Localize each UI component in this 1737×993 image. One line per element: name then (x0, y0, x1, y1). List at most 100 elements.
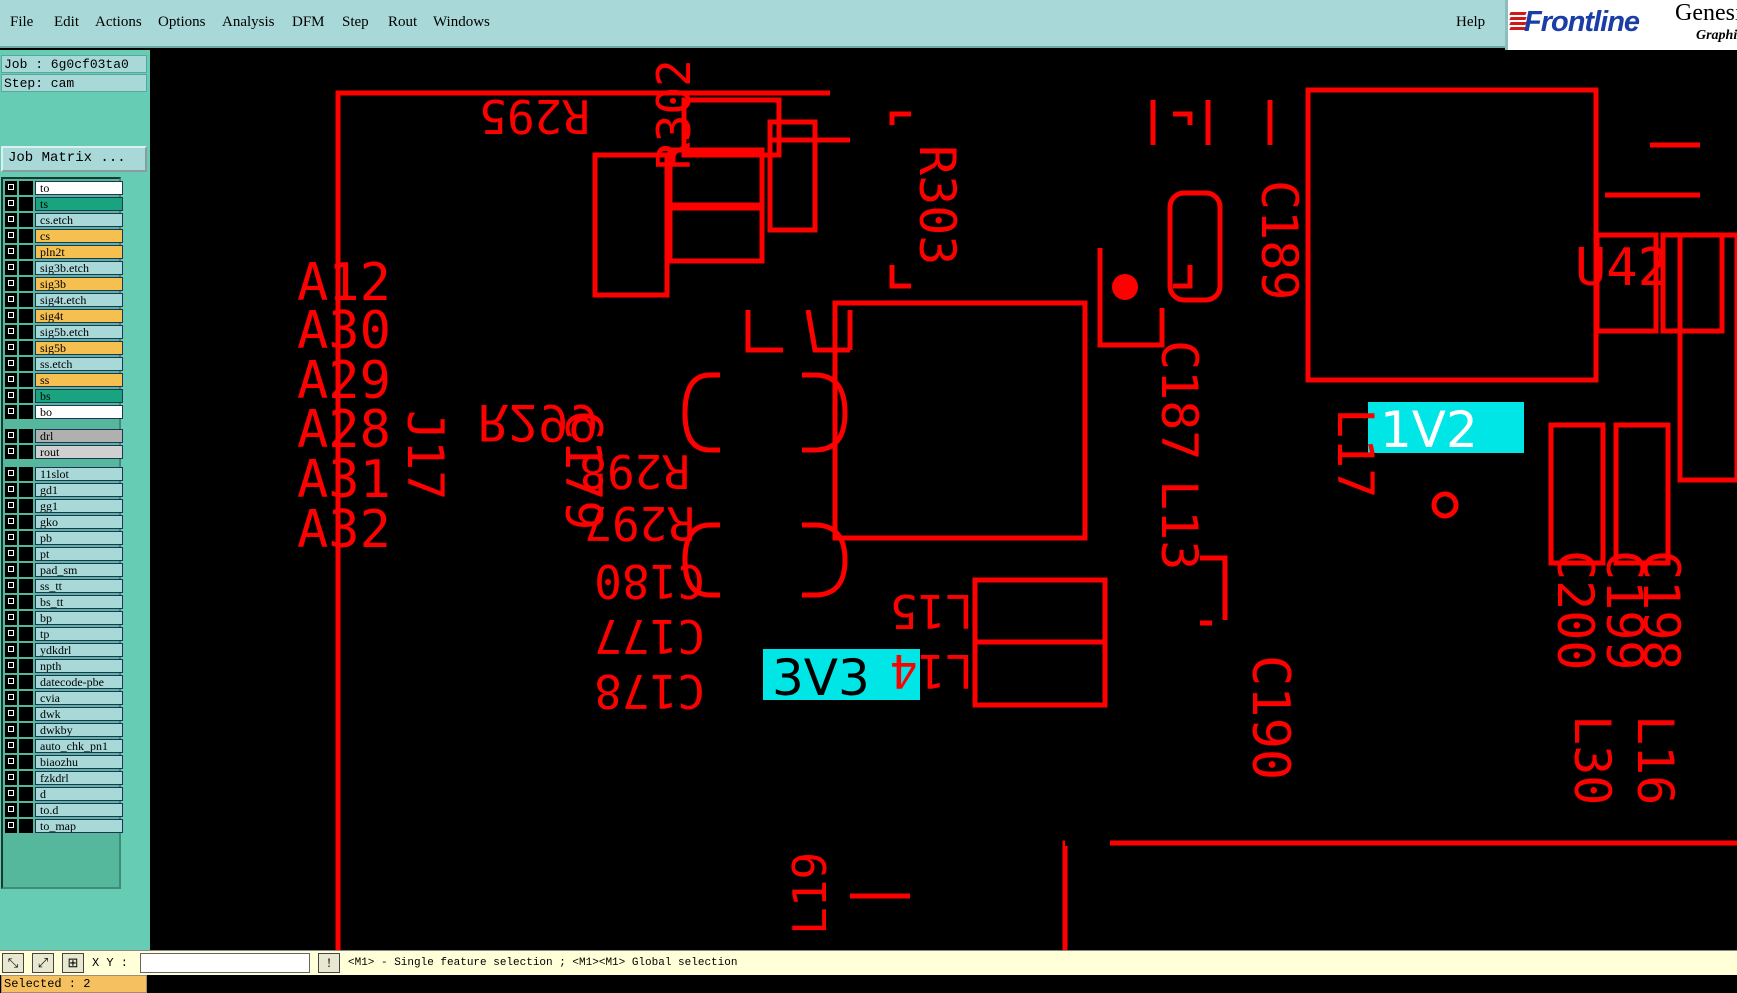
layer-checkbox[interactable] (5, 787, 17, 801)
layer-name[interactable]: cs (35, 229, 123, 243)
layer-name[interactable]: pln2t (35, 245, 123, 259)
layer-name[interactable]: fzkdrl (35, 771, 123, 785)
layer-name[interactable]: dwkby (35, 723, 123, 737)
layer-state-icon[interactable] (19, 309, 33, 323)
menu-analysis[interactable]: Analysis (222, 14, 275, 30)
layer-row[interactable]: bo (5, 405, 123, 419)
layer-checkbox[interactable] (5, 197, 17, 211)
layer-checkbox[interactable] (5, 803, 17, 817)
layer-checkbox[interactable] (5, 755, 17, 769)
menu-actions[interactable]: Actions (95, 14, 142, 30)
layer-name[interactable]: to.d (35, 803, 123, 817)
layer-checkbox[interactable] (5, 445, 17, 459)
layer-checkbox[interactable] (5, 739, 17, 753)
info-button[interactable]: ! (318, 953, 340, 973)
layer-name[interactable]: sig3b (35, 277, 123, 291)
layer-checkbox[interactable] (5, 341, 17, 355)
layer-name[interactable]: d (35, 787, 123, 801)
layer-state-icon[interactable] (19, 515, 33, 529)
menu-help[interactable]: Help (1456, 14, 1486, 30)
zoom-in-button[interactable]: ⤡ (2, 953, 24, 973)
layer-name[interactable]: sig4t.etch (35, 293, 123, 307)
layer-state-icon[interactable] (19, 531, 33, 545)
layer-name[interactable]: drl (35, 429, 123, 443)
layer-state-icon[interactable] (19, 389, 33, 403)
layer-checkbox[interactable] (5, 357, 17, 371)
layer-state-icon[interactable] (19, 229, 33, 243)
layer-checkbox[interactable] (5, 595, 17, 609)
layer-row[interactable]: pb (5, 531, 123, 545)
layer-state-icon[interactable] (19, 611, 33, 625)
layer-name[interactable]: datecode-pbe (35, 675, 123, 689)
layer-state-icon[interactable] (19, 261, 33, 275)
layer-name[interactable]: to (35, 181, 123, 195)
layer-checkbox[interactable] (5, 213, 17, 227)
layer-state-icon[interactable] (19, 707, 33, 721)
layer-row[interactable]: sig5b (5, 341, 123, 355)
layer-checkbox[interactable] (5, 627, 17, 641)
layer-state-icon[interactable] (19, 325, 33, 339)
layer-name[interactable]: dwk (35, 707, 123, 721)
layer-state-icon[interactable] (19, 659, 33, 673)
layer-row[interactable]: tp (5, 627, 123, 641)
layer-state-icon[interactable] (19, 445, 33, 459)
layer-row[interactable]: dwk (5, 707, 123, 721)
layer-row[interactable]: biaozhu (5, 755, 123, 769)
layer-name[interactable]: gg1 (35, 499, 123, 513)
layer-row[interactable]: rout (5, 445, 123, 459)
layer-row[interactable]: gko (5, 515, 123, 529)
layer-state-icon[interactable] (19, 563, 33, 577)
layer-name[interactable]: sig3b.etch (35, 261, 123, 275)
layer-name[interactable]: gko (35, 515, 123, 529)
layer-state-icon[interactable] (19, 595, 33, 609)
layer-row[interactable]: 11slot (5, 467, 123, 481)
layer-state-icon[interactable] (19, 181, 33, 195)
layer-checkbox[interactable] (5, 245, 17, 259)
layer-name[interactable]: bp (35, 611, 123, 625)
menu-rout[interactable]: Rout (388, 14, 418, 30)
layer-name[interactable]: cvia (35, 691, 123, 705)
layer-row[interactable]: bs (5, 389, 123, 403)
menu-options[interactable]: Options (158, 14, 206, 30)
layer-checkbox[interactable] (5, 723, 17, 737)
menu-step[interactable]: Step (342, 14, 369, 30)
layer-checkbox[interactable] (5, 483, 17, 497)
layer-state-icon[interactable] (19, 755, 33, 769)
layer-state-icon[interactable] (19, 245, 33, 259)
layer-name[interactable]: to_map (35, 819, 123, 833)
layer-state-icon[interactable] (19, 213, 33, 227)
job-matrix-button[interactable]: Job Matrix ... (1, 146, 147, 172)
layer-name[interactable]: bo (35, 405, 123, 419)
layer-state-icon[interactable] (19, 675, 33, 689)
layer-state-icon[interactable] (19, 373, 33, 387)
layer-row[interactable]: gg1 (5, 499, 123, 513)
pcb-view[interactable]: A12 A30 A29 A28 A31 A32 U42 C190 J17 C17… (150, 50, 1737, 950)
layer-row[interactable]: dwkby (5, 723, 123, 737)
layer-row[interactable]: cvia (5, 691, 123, 705)
graphic-canvas[interactable]: A12 A30 A29 A28 A31 A32 U42 C190 J17 C17… (150, 50, 1737, 950)
grid-button[interactable]: ⊞ (62, 953, 84, 973)
layer-row[interactable]: ss.etch (5, 357, 123, 371)
layer-checkbox[interactable] (5, 261, 17, 275)
layer-name[interactable]: bs_tt (35, 595, 123, 609)
layer-row[interactable]: npth (5, 659, 123, 673)
layer-row[interactable]: sig4t (5, 309, 123, 323)
layer-state-icon[interactable] (19, 499, 33, 513)
layer-name[interactable]: ss.etch (35, 357, 123, 371)
layer-checkbox[interactable] (5, 429, 17, 443)
layer-state-icon[interactable] (19, 803, 33, 817)
layer-checkbox[interactable] (5, 229, 17, 243)
layer-row[interactable]: to (5, 181, 123, 195)
layer-checkbox[interactable] (5, 181, 17, 195)
layer-state-icon[interactable] (19, 739, 33, 753)
layer-state-icon[interactable] (19, 341, 33, 355)
layer-row[interactable]: fzkdrl (5, 771, 123, 785)
layer-name[interactable]: npth (35, 659, 123, 673)
layer-checkbox[interactable] (5, 691, 17, 705)
measure-button[interactable]: ⤢ (32, 953, 54, 973)
layer-checkbox[interactable] (5, 563, 17, 577)
menu-dfm[interactable]: DFM (292, 14, 325, 30)
layer-name[interactable]: pad_sm (35, 563, 123, 577)
layer-state-icon[interactable] (19, 579, 33, 593)
layer-row[interactable]: cs.etch (5, 213, 123, 227)
